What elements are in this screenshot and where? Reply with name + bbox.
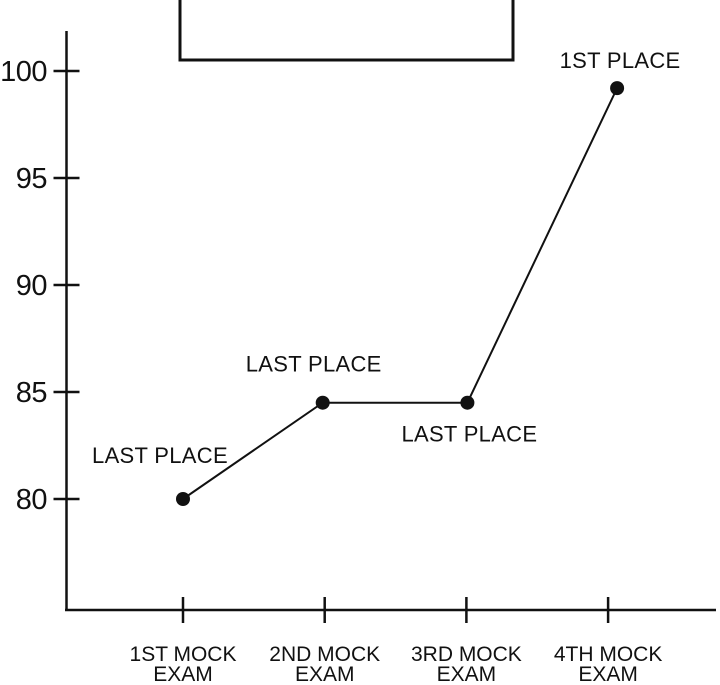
- data-point: [176, 492, 190, 506]
- point-annotation: LAST PLACE: [246, 352, 382, 377]
- data-point: [315, 395, 330, 410]
- point-annotation: LAST PLACE: [401, 422, 537, 447]
- point-annotation: LAST PLACE: [92, 443, 228, 468]
- data-series: [176, 81, 625, 506]
- y-tick-label: 95: [16, 163, 47, 195]
- title-box: [178, 0, 515, 62]
- y-tick-label: 85: [16, 377, 47, 409]
- y-tick-label: 100: [0, 56, 47, 88]
- data-point: [610, 81, 625, 96]
- point-annotation: 1ST PLACE: [560, 48, 681, 73]
- data-line: [182, 87, 619, 500]
- y-tick-label: 90: [16, 270, 47, 302]
- annotations: LAST PLACE LAST PLACE LAST PLACE 1ST PLACE: [92, 48, 681, 468]
- y-axis-ticks: 100 95 90 85 80: [0, 56, 80, 516]
- data-point: [460, 395, 475, 410]
- y-tick-label: 80: [16, 484, 47, 516]
